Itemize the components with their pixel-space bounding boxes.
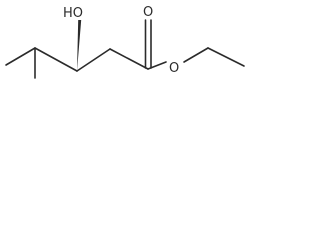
carbonyl-oxygen-label: O — [143, 5, 153, 20]
structure-canvas: HO O O — [0, 0, 250, 112]
bond-ch2-to-carbonyl-carbon — [109, 48, 149, 70]
chemical-structure-diagram: HO O O — [5, 5, 245, 79]
bond-branch-to-stereocenter — [34, 47, 78, 72]
wedge-bond-hydroxyl — [77, 20, 82, 71]
bond-ethyl — [207, 47, 245, 67]
hydroxyl-label: HO — [63, 6, 83, 21]
bond-carbonyl-to-ester-oxygen — [147, 61, 167, 70]
bond-stereocenter-to-ch2 — [76, 48, 111, 72]
ester-oxygen-label: O — [169, 61, 179, 76]
bond-ester-oxygen-to-ch2 — [183, 47, 209, 63]
bond-methyl-left — [5, 47, 36, 66]
